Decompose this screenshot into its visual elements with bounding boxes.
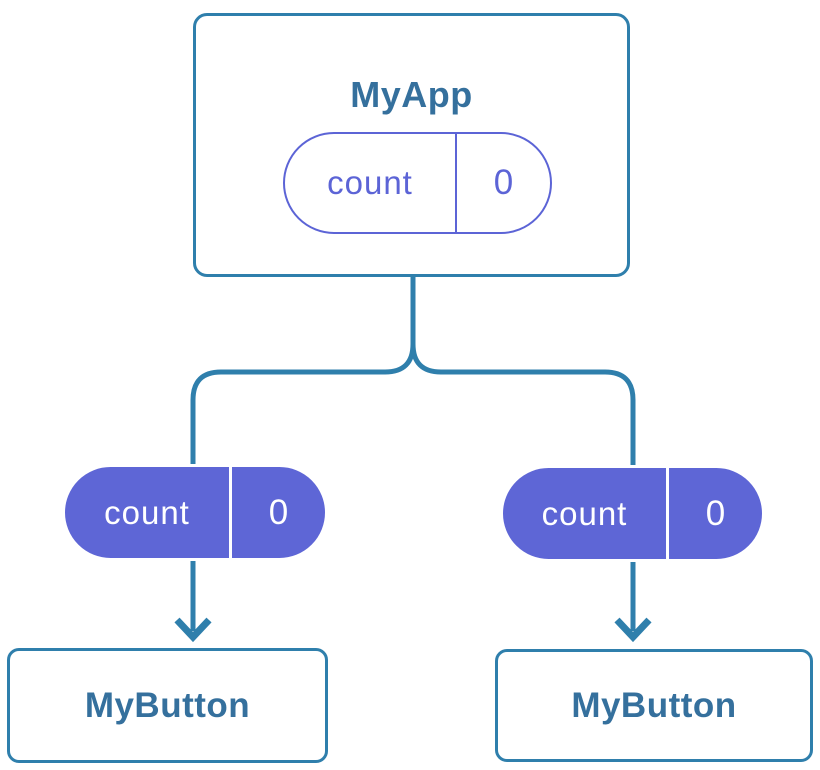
prop-pill-value: 0 xyxy=(268,492,289,532)
component-card-myapp: MyApp count 0 xyxy=(193,13,630,277)
arrowhead-right-icon xyxy=(614,617,652,643)
pill-divider xyxy=(455,134,457,232)
prop-pill-value: 0 xyxy=(705,493,726,533)
state-pill-myapp: count 0 xyxy=(283,132,552,234)
prop-pill-right: count 0 xyxy=(500,465,765,562)
state-pill-value: 0 xyxy=(493,163,514,202)
branch-line-left xyxy=(190,343,416,631)
arrowhead-left-icon xyxy=(174,617,212,643)
component-card-mybutton-right: MyButton xyxy=(495,649,813,762)
component-card-mybutton-left: MyButton xyxy=(7,648,328,763)
pill-divider xyxy=(229,467,232,558)
branch-line-right xyxy=(410,343,636,631)
component-title-mybutton-right: MyButton xyxy=(571,685,737,725)
component-title-mybutton-left: MyButton xyxy=(84,685,251,725)
state-pill-name: count xyxy=(327,164,413,201)
prop-pill-name: count xyxy=(104,493,190,531)
component-title-myapp: MyApp xyxy=(350,74,473,115)
prop-pill-left: count 0 xyxy=(62,464,328,561)
pill-divider xyxy=(666,468,669,559)
prop-pill-name: count xyxy=(541,494,628,532)
